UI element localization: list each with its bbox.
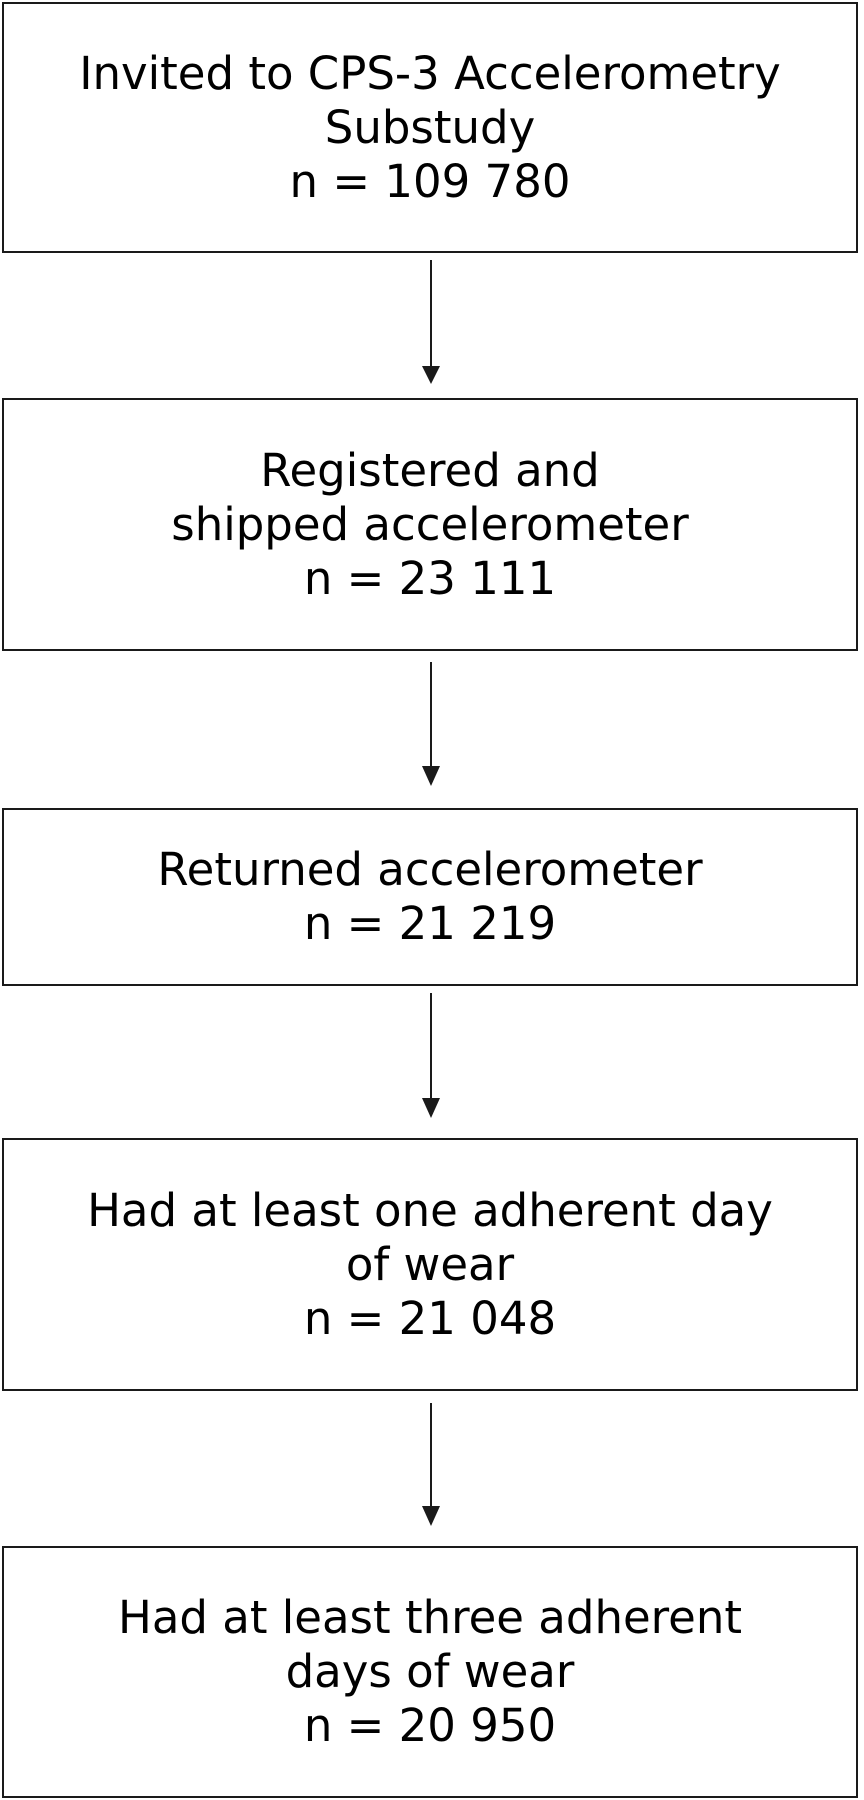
step-returned-box: Returned accelerometer n = 21 219 xyxy=(2,808,858,986)
step-three-days-line-1: Had at least three adherent xyxy=(117,1591,743,1644)
step-returned-count: n = 21 219 xyxy=(303,897,557,950)
step-returned-line-1: Returned accelerometer xyxy=(157,843,703,896)
step-registered-box: Registered and shipped accelerometer n =… xyxy=(2,398,858,651)
step-registered-count: n = 23 111 xyxy=(303,551,557,605)
arrow-one-day-to-three-days xyxy=(422,1403,440,1526)
arrow-registered-to-returned xyxy=(422,662,440,786)
arrow-invited-to-registered xyxy=(422,260,440,384)
step-invited-line-1: Invited to CPS-3 Accelerometry xyxy=(79,46,781,100)
step-three-days-line-2: days of wear xyxy=(285,1645,575,1698)
step-one-day-box: Had at least one adherent day of wear n … xyxy=(2,1138,858,1391)
step-one-day-line-2: of wear xyxy=(345,1237,515,1291)
step-three-days-box: Had at least three adherent days of wear… xyxy=(2,1546,858,1798)
step-three-days-count: n = 20 950 xyxy=(303,1699,557,1752)
step-registered-line-2: shipped accelerometer xyxy=(171,497,689,551)
step-invited-line-2: Substudy xyxy=(324,100,536,154)
step-one-day-line-1: Had at least one adherent day xyxy=(87,1183,773,1237)
step-invited-box: Invited to CPS-3 Accelerometry Substudy … xyxy=(2,2,858,253)
arrow-returned-to-one-day xyxy=(422,993,440,1118)
step-one-day-count: n = 21 048 xyxy=(303,1291,557,1345)
step-registered-line-1: Registered and xyxy=(260,443,600,497)
step-invited-count: n = 109 780 xyxy=(289,154,571,208)
